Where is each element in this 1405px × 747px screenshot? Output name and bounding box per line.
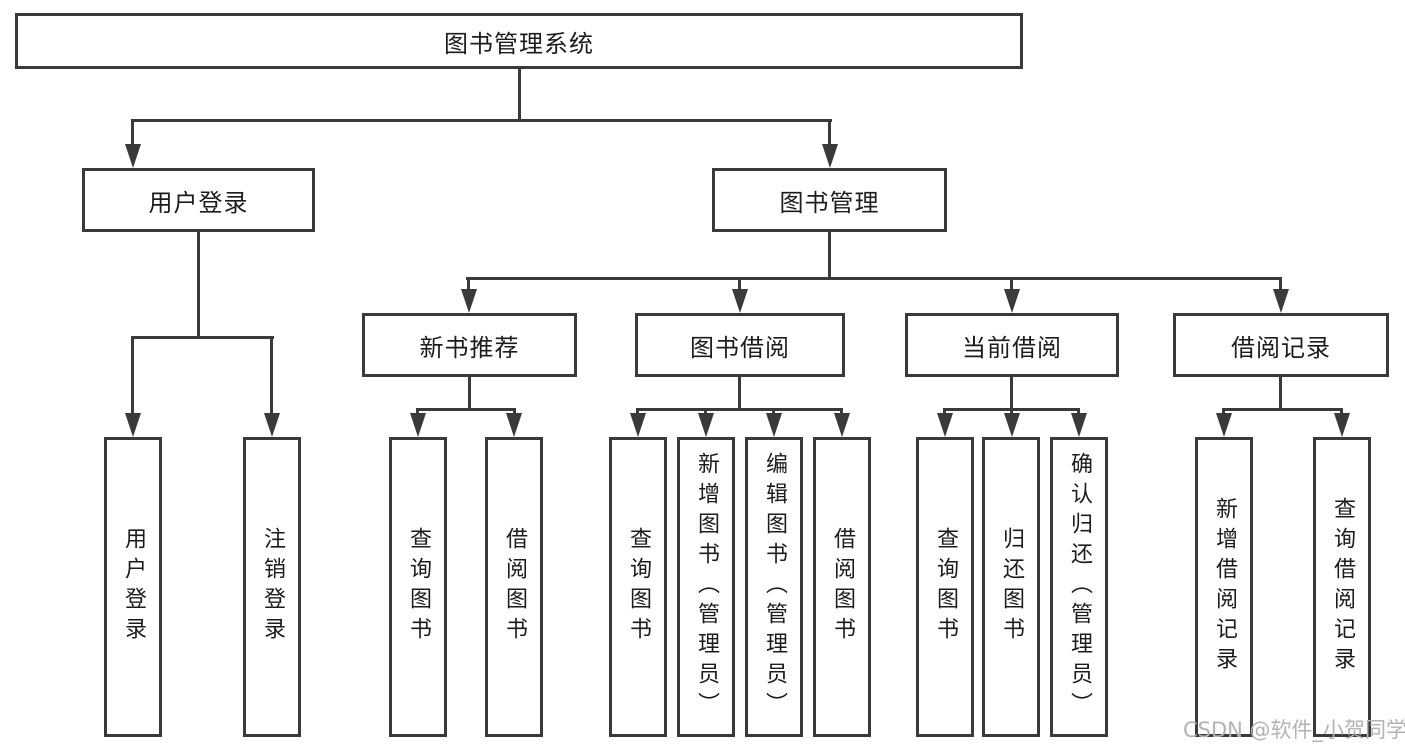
- connector-root-stem: [518, 69, 521, 119]
- connector-to-bb-edit-line: [772, 408, 775, 415]
- node-user-login-label: 用户登录: [148, 188, 249, 217]
- leaf-rec-query-books: 查询图书: [389, 437, 447, 737]
- leaf-bb-edit-books-admin: 编辑图书（管理员）: [745, 437, 803, 737]
- leaf-cb-query-books: 查询图书: [916, 437, 974, 737]
- node-current-borrow-label: 当前借阅: [962, 333, 1062, 362]
- arrow-to-user-login: [125, 144, 141, 168]
- arrow-to-bb-query: [630, 413, 646, 437]
- connector-to-user-login-line: [131, 119, 134, 146]
- leaf-logout-label: 注销登录: [260, 527, 285, 647]
- connector-to-cb-query-line: [943, 408, 946, 415]
- leaf-br-add-record: 新增借阅记录: [1195, 437, 1253, 737]
- arrow-to-ul-login: [125, 413, 141, 437]
- arrow-to-book-mgmt: [822, 144, 838, 168]
- arrow-to-rec-query: [410, 413, 426, 437]
- arrow-to-book-borrow: [732, 289, 748, 313]
- arrow-to-br-add: [1216, 413, 1232, 437]
- leaf-cb-query-books-label: 查询图书: [933, 527, 958, 647]
- connector-bb-hline: [636, 408, 843, 411]
- arrow-to-borrow-record: [1273, 289, 1289, 313]
- leaf-rec-borrow-books-label: 借阅图书: [502, 527, 527, 647]
- connector-user-login-stem: [197, 232, 200, 336]
- connector-level1-hline: [131, 119, 832, 122]
- leaf-rec-query-books-label: 查询图书: [406, 527, 431, 647]
- connector-br-hline: [1222, 408, 1343, 411]
- leaf-br-query-record-label: 查询借阅记录: [1330, 497, 1355, 677]
- csdn-watermark: CSDN @软件_小贺同学: [1183, 718, 1405, 742]
- leaf-user-login-label: 用户登录: [121, 527, 146, 647]
- connector-to-br-add-line: [1222, 408, 1225, 415]
- node-borrow-record-label: 借阅记录: [1231, 333, 1331, 362]
- connector-to-current-borrow-line: [1010, 277, 1013, 291]
- node-root-library-system: 图书管理系统: [15, 13, 1023, 69]
- arrow-to-bb-add: [698, 413, 714, 437]
- connector-to-rec-borrow-line: [513, 408, 516, 415]
- connector-to-rec-query-line: [416, 408, 419, 415]
- arrow-to-bb-borrow: [834, 413, 850, 437]
- connector-level3-hline: [466, 277, 1282, 280]
- connector-bb-stem: [738, 377, 741, 408]
- connector-user-login-hline: [131, 336, 274, 339]
- connector-rec-hline: [416, 408, 516, 411]
- connector-to-cb-return-line: [1010, 408, 1013, 415]
- connector-br-stem: [1279, 377, 1282, 408]
- leaf-bb-add-books-admin-label: 新增图书（管理员）: [694, 452, 719, 722]
- connector-to-bb-add-line: [704, 408, 707, 415]
- arrow-to-cb-return: [1004, 413, 1020, 437]
- leaf-bb-query-books: 查询图书: [609, 437, 667, 737]
- connector-to-ul-logout-line: [270, 336, 273, 415]
- arrow-to-cb-query: [937, 413, 953, 437]
- arrow-to-ul-logout: [264, 413, 280, 437]
- leaf-bb-edit-books-admin-label: 编辑图书（管理员）: [762, 452, 787, 722]
- node-current-borrow: 当前借阅: [905, 313, 1119, 377]
- leaf-br-add-record-label: 新增借阅记录: [1212, 497, 1237, 677]
- leaf-cb-confirm-return-admin-label: 确认归还（管理员）: [1067, 452, 1092, 722]
- node-root-label: 图书管理系统: [444, 29, 594, 58]
- node-book-management-label: 图书管理: [779, 188, 880, 217]
- connector-to-new-book-rec-line: [467, 277, 470, 291]
- leaf-bb-query-books-label: 查询图书: [626, 527, 651, 647]
- node-new-book-recommend-label: 新书推荐: [419, 333, 520, 362]
- node-user-login: 用户登录: [82, 168, 315, 232]
- node-book-borrow: 图书借阅: [635, 313, 845, 377]
- connector-to-book-mgmt-line: [828, 119, 831, 146]
- leaf-bb-add-books-admin: 新增图书（管理员）: [677, 437, 735, 737]
- node-book-management: 图书管理: [712, 168, 947, 232]
- leaf-cb-confirm-return-admin: 确认归还（管理员）: [1050, 437, 1108, 737]
- leaf-user-login: 用户登录: [104, 437, 162, 737]
- arrow-to-cb-confirm: [1071, 413, 1087, 437]
- connector-rec-stem: [468, 377, 471, 408]
- connector-to-bb-query-line: [636, 408, 639, 415]
- connector-book-mgmt-stem: [828, 232, 831, 277]
- leaf-bb-borrow-books: 借阅图书: [813, 437, 871, 737]
- connector-cb-stem: [1010, 377, 1013, 408]
- connector-to-book-borrow-line: [738, 277, 741, 291]
- leaf-logout: 注销登录: [243, 437, 301, 737]
- node-borrow-record: 借阅记录: [1173, 313, 1389, 377]
- node-new-book-recommend: 新书推荐: [362, 313, 577, 377]
- leaf-cb-return-books-label: 归还图书: [999, 527, 1024, 647]
- leaf-rec-borrow-books: 借阅图书: [485, 437, 543, 737]
- arrow-to-bb-edit: [766, 413, 782, 437]
- connector-to-borrow-record-line: [1279, 277, 1282, 291]
- arrow-to-br-query: [1334, 413, 1350, 437]
- leaf-bb-borrow-books-label: 借阅图书: [830, 527, 855, 647]
- leaf-br-query-record: 查询借阅记录: [1313, 437, 1371, 737]
- leaf-cb-return-books: 归还图书: [982, 437, 1040, 737]
- arrow-to-rec-borrow: [506, 413, 522, 437]
- connector-to-ul-login-line: [131, 336, 134, 415]
- node-book-borrow-label: 图书借阅: [690, 333, 790, 362]
- connector-to-cb-confirm-line: [1077, 408, 1080, 415]
- connector-to-bb-borrow-line: [840, 408, 843, 415]
- arrow-to-current-borrow: [1004, 289, 1020, 313]
- connector-to-br-query-line: [1340, 408, 1343, 415]
- arrow-to-new-book-rec: [461, 289, 477, 313]
